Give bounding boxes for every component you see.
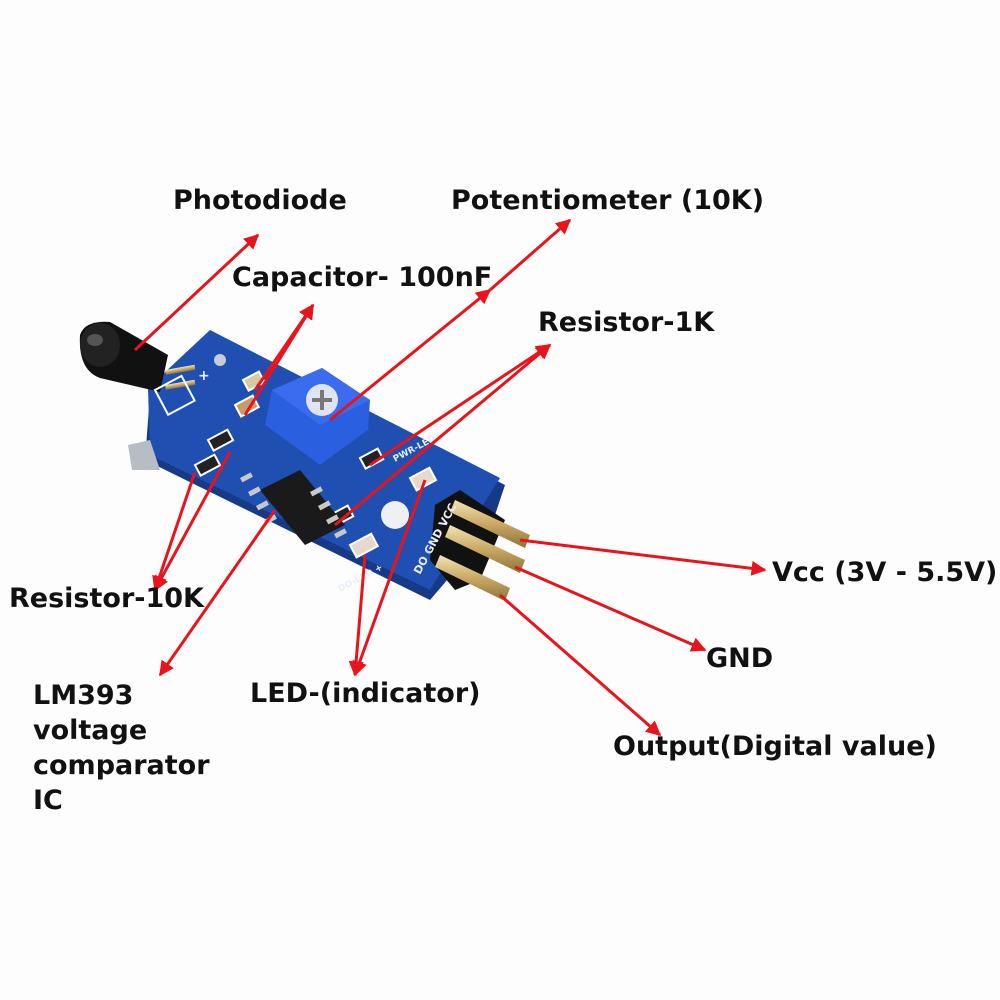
label-capacitor: Capacitor- 100nF (232, 262, 493, 293)
arrow-led-2 (352, 479, 427, 677)
photodiode (79, 321, 196, 417)
silkscreen-plus: + (198, 368, 210, 384)
lm393-chip (240, 470, 347, 545)
arrow-potentiometer-1 (329, 288, 492, 422)
arrow-lm393 (158, 509, 277, 677)
arrow-capacitor-2 (243, 303, 315, 416)
resistor-10k-1 (206, 428, 235, 452)
label-output: Output(Digital value) (613, 731, 937, 762)
arrows (133, 218, 767, 737)
smd-components (193, 370, 438, 559)
metal-bracket (128, 440, 160, 470)
do-led (348, 532, 380, 559)
arrow-output (499, 593, 662, 737)
arrow-resistor-10k-1 (153, 451, 232, 592)
arrow-photodiode (133, 233, 260, 352)
pwr-led (408, 466, 438, 492)
arrow-gnd (514, 565, 707, 652)
pin-header (430, 490, 530, 601)
label-gnd: GND (706, 643, 774, 674)
label-lm393: LM393 voltage comparator IC (33, 680, 210, 817)
label-photodiode: Photodiode (173, 185, 347, 216)
resistor-10k-2 (193, 453, 222, 477)
potentiometer (265, 368, 370, 465)
arrow-resistor-1k-1 (369, 343, 552, 467)
arrow-led-1 (348, 554, 367, 677)
label-led: LED-(indicator) (250, 678, 481, 709)
label-resistor-10k: Resistor-10K (9, 583, 204, 614)
label-potentiometer: Potentiometer (10K) (451, 185, 765, 216)
resistor-1k-1 (358, 447, 385, 470)
arrow-resistor-1k-2 (334, 343, 552, 527)
label-vcc: Vcc (3V - 5.5V) (772, 557, 998, 588)
arrow-potentiometer-2 (489, 218, 572, 292)
arrow-vcc (519, 538, 767, 576)
arrow-resistor-10k-2 (152, 471, 197, 592)
label-resistor-1k: Resistor-1K (538, 307, 715, 338)
mounting-hole (381, 501, 409, 529)
